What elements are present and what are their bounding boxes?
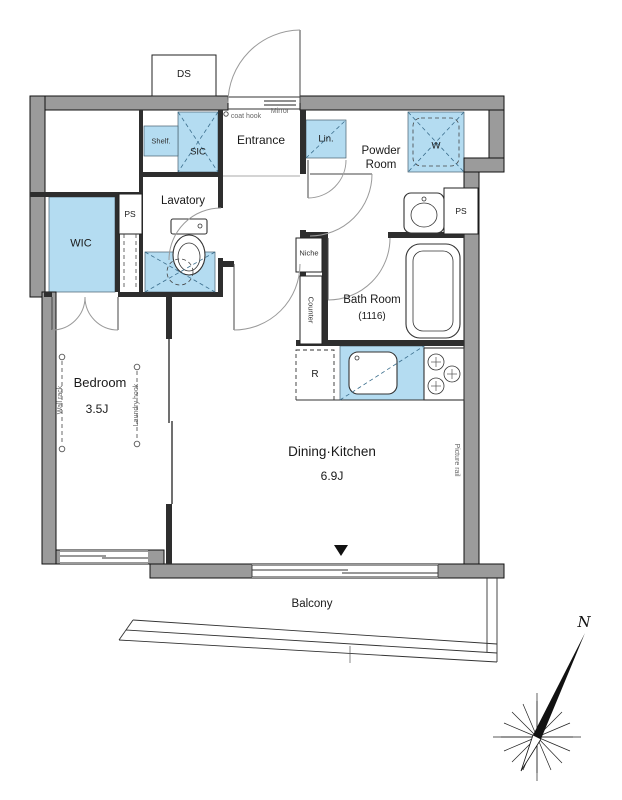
direction-triangle xyxy=(334,545,348,556)
mirror-label: Mirror xyxy=(270,107,290,115)
ds-box xyxy=(151,54,217,97)
north-label: N xyxy=(577,613,591,631)
laundry-hook-icon xyxy=(133,363,141,448)
wall-rack-label: Wall rack xyxy=(56,385,64,415)
bathtub-icon xyxy=(405,243,461,339)
washer-label: W xyxy=(431,140,441,152)
sic-label: SIC xyxy=(190,146,206,158)
interior-walls xyxy=(30,110,464,564)
closet-hatch xyxy=(144,111,425,401)
vanity-sink-icon xyxy=(403,192,445,234)
coat-hook-icon xyxy=(223,111,229,117)
niche-label: Niche xyxy=(299,248,319,258)
bedroom-label: Bedroom xyxy=(73,375,127,391)
laundry-hook-label: Laundry hook xyxy=(132,383,140,427)
stove-icon xyxy=(296,347,465,401)
compass-icon xyxy=(493,633,585,781)
toilet-icon xyxy=(170,218,208,276)
ps-left-label: PS xyxy=(124,208,136,219)
balcony-lines xyxy=(118,578,498,663)
ds-label: DS xyxy=(177,69,191,80)
wic-doors xyxy=(51,296,119,331)
coat-hook-label: coat hook xyxy=(230,112,262,120)
sliding-door xyxy=(168,339,173,504)
entrance-label: Entrance xyxy=(236,132,286,147)
fridge-label: R xyxy=(311,369,319,380)
lin-label: Lin. xyxy=(318,133,334,145)
bedroom-size-label: 3.5J xyxy=(85,401,109,416)
lavatory-label: Lavatory xyxy=(160,195,206,208)
picture-rail-label: Picture rail xyxy=(453,443,461,477)
ps-right-label: PS xyxy=(455,205,467,216)
door-arcs xyxy=(168,29,391,331)
mirror-icon xyxy=(264,100,296,106)
dining-kitchen-label: Dining·Kitchen xyxy=(288,443,376,459)
balcony-label: Balcony xyxy=(291,598,333,611)
window-lines xyxy=(60,550,439,578)
counter-label: Counter xyxy=(306,296,316,324)
kitchen-sink-icon xyxy=(348,351,398,395)
counter-box xyxy=(299,275,323,345)
fridge-box xyxy=(295,349,335,401)
shelf-label: Shelf. xyxy=(151,136,171,146)
bath-size-label: (1116) xyxy=(358,311,386,322)
bath-room-label: Bath Room xyxy=(343,294,401,307)
powder-room-label: Powder Room xyxy=(361,145,401,171)
wall-rack-icon xyxy=(58,353,66,453)
wic-label: WIC xyxy=(70,237,92,250)
dining-kitchen-size-label: 6.9J xyxy=(320,468,344,483)
washer-icon xyxy=(407,111,465,173)
